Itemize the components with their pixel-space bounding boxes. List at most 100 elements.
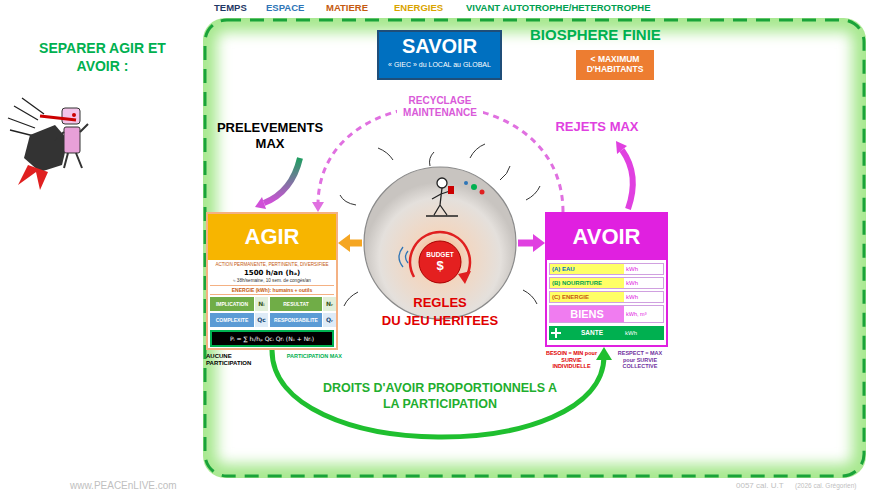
- node-text: kWh: [626, 278, 663, 288]
- criteria-cell: RESPONSABILITEQᵣ: [270, 313, 336, 327]
- health-row: SANTE kWh: [549, 326, 664, 340]
- node-text: AVOIR: [547, 214, 666, 260]
- arrowhead: [312, 202, 324, 212]
- node-text: Qc: [255, 313, 268, 327]
- flow-arrow: [272, 347, 612, 437]
- node-text: kWh: [625, 326, 662, 340]
- note-label: BESOIN = MIN pour SURVIE INDIVIDUELLE: [545, 350, 598, 370]
- limit-box: < MAXIMUM D'HABITANTS: [576, 50, 654, 80]
- rock: [24, 125, 68, 172]
- flow-arrow: [518, 234, 545, 252]
- resource-row: (C) ENERGIEkWh: [549, 291, 664, 303]
- note-label: MATIERE: [326, 3, 388, 14]
- node-text: kWh, m³: [626, 306, 663, 322]
- node-text: Nᵣ: [323, 297, 336, 311]
- dot: [480, 190, 485, 195]
- budget-circle: BUDGET$: [418, 240, 462, 284]
- node-text: ENERGIE (kWh): humains + outils: [210, 285, 334, 295]
- note-label: REJETS MAX: [545, 120, 649, 135]
- arrowhead: [596, 347, 612, 360]
- dot: [471, 184, 477, 190]
- arrowhead: [533, 234, 545, 252]
- dashed-border: [205, 20, 864, 476]
- waste-arrow: [622, 150, 633, 209]
- debris: [18, 165, 48, 190]
- node-text: ACTION PERMANENTE, PERTINENTE, DIVERSIFI…: [208, 262, 336, 267]
- budget-circle: [419, 241, 461, 283]
- robot-body: [64, 127, 80, 153]
- robot-limbs: [54, 124, 88, 168]
- note-label: AUCUNE PARTICIPATION: [206, 353, 256, 367]
- drawing-part: [437, 178, 447, 188]
- node-text: DU JEU HERITEES: [352, 314, 528, 329]
- robot-eye: [72, 113, 76, 117]
- node-text: (A) EAU: [550, 264, 624, 274]
- node-text: RESPONSABILITE: [270, 313, 322, 327]
- node-text: SANTE: [563, 326, 621, 340]
- stick-figure: [426, 178, 458, 216]
- criteria-cell: IMPLICATIONNᵢ: [210, 297, 268, 311]
- node-text: SAVOIR: [379, 35, 500, 58]
- biosphere-glow: [203, 18, 866, 478]
- node-text: kWh: [626, 264, 663, 274]
- formula-bar: Pᵢ = ∑ hᵢ/hₚ Qcᵢ Qrᵢ (Nᵢᵢ + Nrᵢ): [210, 330, 334, 347]
- note-label: ENERGIES: [394, 3, 458, 14]
- flow-arrow: [338, 234, 362, 252]
- note-label: (2026 cal. Grégorien): [795, 482, 875, 489]
- resource-row: (A) EAUkWh: [549, 263, 664, 275]
- health-cross: [551, 328, 561, 338]
- intake-arrowhead: [255, 197, 266, 209]
- biosphere-region: BIOSPHERE FINIE SAVOIR « GIEC » du LOCAL a…: [203, 18, 866, 478]
- note-label: VIVANT AUTOTROPHE/HETEROTROPHE: [466, 3, 676, 14]
- node-text: Nᵢ: [255, 297, 268, 311]
- node-text: BIENS: [550, 306, 624, 322]
- node-text: kWh: [626, 292, 663, 302]
- node-text: BUDGET: [418, 251, 462, 258]
- node-text: IMPLICATION: [210, 297, 254, 311]
- node-text: COMPLEXITE: [210, 313, 254, 327]
- having-box: AVOIR(A) EAUkWh(B) NOURRITUREkWh(C) ENER…: [545, 212, 668, 347]
- node-text: 1500 h/an (hₐ): [208, 269, 336, 277]
- intake-arrow: [264, 158, 300, 203]
- edge-label: DROITS D'AVOIR PROPORTIONNELS A LA PARTI…: [320, 380, 560, 413]
- connector-line: [272, 350, 604, 437]
- speed-lines: [8, 98, 44, 136]
- node-text: $: [418, 259, 462, 274]
- earth-circle: REGLESDU JEU HERITEESBUDGET$: [362, 165, 518, 321]
- signal-arcs: [399, 247, 408, 267]
- rules-loop: [410, 232, 470, 277]
- note-label: PRELEVEMENTS MAX: [210, 120, 330, 151]
- title: SEPARER AGIR ET AVOIR :: [35, 40, 170, 75]
- node-text: ≈ 38h/semaine, 10 sem. de congés/an: [208, 278, 336, 283]
- node-text: (C) ENERGIE: [550, 292, 624, 302]
- node-text: « GIEC » du LOCAL au GLOBAL: [379, 61, 500, 69]
- note-label: 0057 cal. U.T: [736, 481, 796, 490]
- criteria-cell: COMPLEXITEQc: [210, 313, 268, 327]
- node-text: RESULTAT: [270, 297, 322, 311]
- resource-row: (B) NOURRITUREkWh: [549, 277, 664, 289]
- node-text: (B) NOURRITURE: [550, 278, 624, 288]
- criteria-cell: RESULTATNᵣ: [270, 297, 336, 311]
- node-text: Pᵢ = ∑ hᵢ/hₚ Qcᵢ Qrᵢ (Nᵢᵢ + Nrᵢ): [212, 332, 332, 345]
- waste-arrowhead: [616, 141, 627, 154]
- robot-head: [62, 108, 80, 124]
- note-label: TEMPS: [214, 3, 262, 14]
- cross-shape: [551, 328, 561, 338]
- impact-bar: [40, 116, 76, 120]
- dot: [464, 181, 468, 185]
- note-label: ESPACE: [266, 3, 320, 14]
- note-label: RESPECT = MAX pour SURVIE COLLECTIVE: [612, 350, 668, 370]
- rules-loop-head: [458, 271, 471, 284]
- note-label: www.PEACEnLIVE.com: [70, 480, 200, 492]
- action-box: AGIR ACTION PERMANENTE, PERTINENTE, DIVER…: [206, 212, 338, 350]
- node-text: < MAXIMUM D'HABITANTS: [576, 54, 654, 74]
- note-label: PARTICIPATION MAX: [286, 353, 342, 360]
- node-text: REGLES: [362, 296, 518, 311]
- node-text: BIOSPHERE FINIE: [530, 26, 690, 43]
- node-text: Qᵣ: [323, 313, 336, 327]
- arrowhead: [338, 234, 350, 252]
- node-text: AGIR: [208, 214, 336, 260]
- book: [448, 186, 454, 194]
- goods-row: BIENSkWh, m³: [549, 305, 664, 323]
- knowledge-box: SAVOIR « GIEC » du LOCAL au GLOBAL: [377, 30, 502, 80]
